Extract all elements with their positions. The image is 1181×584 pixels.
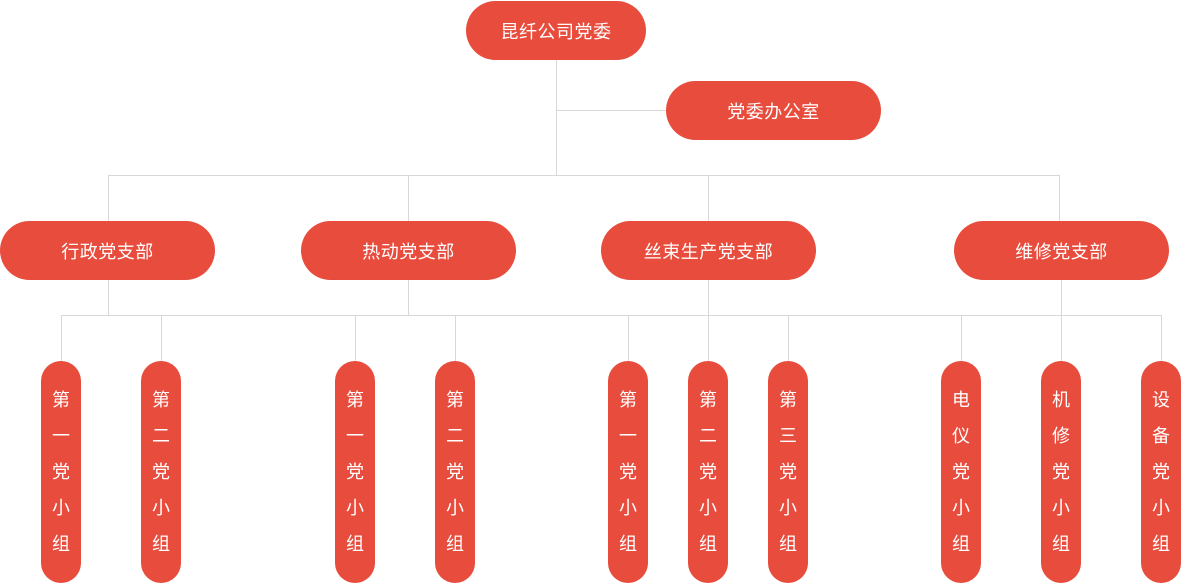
- node-branch: 行政党支部: [0, 221, 215, 280]
- node-group: 机 修 党 小 组: [1041, 361, 1081, 583]
- node-branch-label: 行政党支部: [61, 241, 154, 263]
- node-group-char: 组: [699, 534, 717, 555]
- node-group-char: 党: [1052, 462, 1070, 483]
- node-group: 第 二 党 小 组: [141, 361, 181, 583]
- node-group: 第 一 党 小 组: [41, 361, 81, 583]
- node-group-char: 小: [779, 498, 797, 519]
- node-branch-label: 丝束生产党支部: [643, 241, 774, 263]
- node-group-char: 设: [1152, 390, 1170, 411]
- node-group-char: 小: [346, 498, 364, 519]
- node-group-char: 机: [1052, 390, 1070, 411]
- node-group: 设 备 党 小 组: [1141, 361, 1181, 583]
- node-group-char: 第: [52, 390, 70, 411]
- node-group-char: 第: [346, 390, 364, 411]
- node-office: 党委办公室: [666, 81, 881, 140]
- node-group-char: 第: [446, 390, 464, 411]
- node-group-char: 一: [619, 426, 637, 447]
- node-group-char: 一: [52, 426, 70, 447]
- node-group-char: 小: [446, 498, 464, 519]
- node-group-char: 党: [52, 462, 70, 483]
- node-group-char: 三: [779, 426, 797, 447]
- node-group-char: 党: [1152, 462, 1170, 483]
- node-root-label: 昆纤公司党委: [500, 21, 612, 43]
- node-group-char: 二: [446, 426, 464, 447]
- node-group-char: 党: [619, 462, 637, 483]
- node-group: 第 一 党 小 组: [335, 361, 375, 583]
- node-group-char: 组: [152, 534, 170, 555]
- node-group-char: 第: [779, 390, 797, 411]
- node-group-char: 第: [699, 390, 717, 411]
- node-group-char: 小: [699, 498, 717, 519]
- node-branch: 热动党支部: [301, 221, 516, 280]
- node-group-char: 党: [152, 462, 170, 483]
- node-group: 电 仪 党 小 组: [941, 361, 981, 583]
- node-branch: 维修党支部: [954, 221, 1169, 280]
- node-group-char: 党: [952, 462, 970, 483]
- node-group-char: 组: [346, 534, 364, 555]
- node-group-char: 党: [779, 462, 797, 483]
- node-office-label: 党委办公室: [727, 101, 820, 123]
- node-group-char: 修: [1052, 426, 1070, 447]
- node-group-char: 小: [619, 498, 637, 519]
- node-group-char: 组: [1052, 534, 1070, 555]
- node-group-char: 电: [952, 390, 970, 411]
- node-group-char: 二: [152, 426, 170, 447]
- node-group-char: 小: [52, 498, 70, 519]
- node-group-char: 第: [152, 390, 170, 411]
- node-group: 第 二 党 小 组: [435, 361, 475, 583]
- node-group-char: 二: [699, 426, 717, 447]
- node-group-char: 组: [619, 534, 637, 555]
- node-group-char: 组: [446, 534, 464, 555]
- node-group-char: 小: [152, 498, 170, 519]
- node-group-char: 组: [1152, 534, 1170, 555]
- node-group-char: 小: [952, 498, 970, 519]
- node-group-char: 一: [346, 426, 364, 447]
- node-group: 第 一 党 小 组: [608, 361, 648, 583]
- node-root: 昆纤公司党委: [466, 1, 646, 60]
- node-group: 第 二 党 小 组: [688, 361, 728, 583]
- node-group-char: 小: [1052, 498, 1070, 519]
- node-group-char: 小: [1152, 498, 1170, 519]
- node-group-char: 党: [346, 462, 364, 483]
- node-branch: 丝束生产党支部: [601, 221, 816, 280]
- node-group-char: 组: [952, 534, 970, 555]
- node-group-char: 党: [699, 462, 717, 483]
- node-group-char: 党: [446, 462, 464, 483]
- node-branch-label: 维修党支部: [1015, 241, 1108, 263]
- node-group-char: 组: [779, 534, 797, 555]
- node-branch-label: 热动党支部: [362, 241, 455, 263]
- node-group-char: 第: [619, 390, 637, 411]
- node-group-char: 备: [1152, 426, 1170, 447]
- node-group-char: 组: [52, 534, 70, 555]
- node-group: 第 三 党 小 组: [768, 361, 808, 583]
- node-group-char: 仪: [952, 426, 970, 447]
